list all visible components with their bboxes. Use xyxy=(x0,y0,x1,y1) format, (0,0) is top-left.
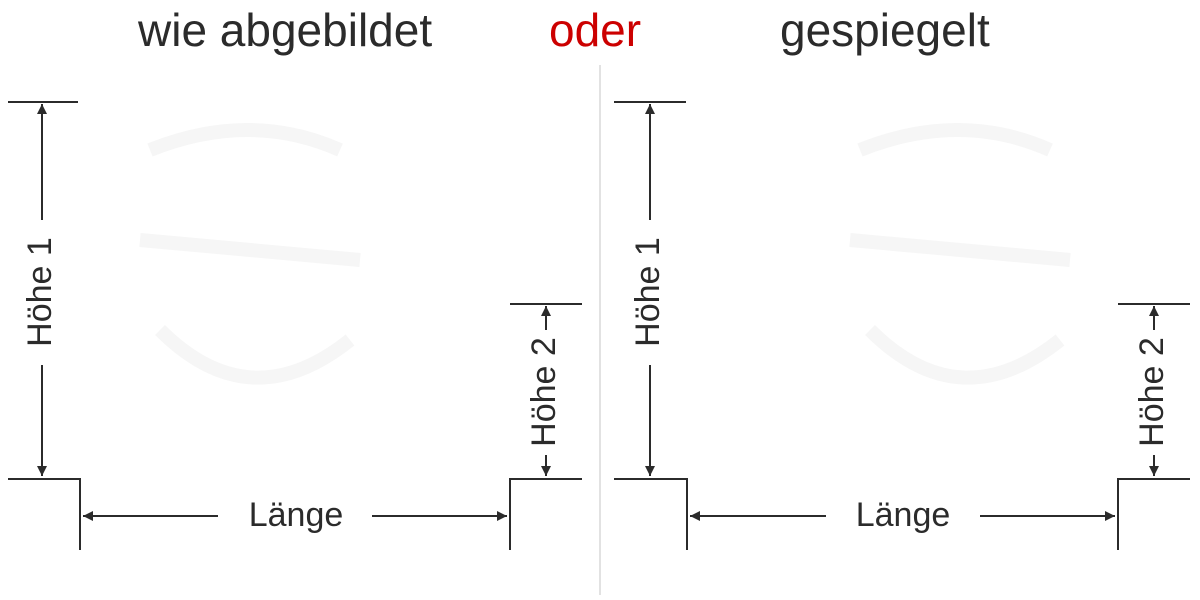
base-left-corner xyxy=(614,478,688,550)
length-label: Länge xyxy=(856,496,951,534)
panel-right xyxy=(614,101,1190,550)
height1-label: Höhe 1 xyxy=(629,237,667,347)
watermark-left xyxy=(139,123,361,385)
title-or: oder xyxy=(549,4,642,56)
height1-label: Höhe 1 xyxy=(21,237,59,347)
base-left-corner xyxy=(8,478,81,550)
length-label: Länge xyxy=(249,496,344,534)
panel-left xyxy=(8,101,582,550)
height2-label: Höhe 2 xyxy=(1133,337,1171,447)
base-right-corner xyxy=(509,478,582,550)
height2-label: Höhe 2 xyxy=(525,337,563,447)
watermark-right xyxy=(849,123,1071,385)
title-mirrored: gespiegelt xyxy=(780,4,990,56)
title-as-shown: wie abgebildet xyxy=(138,4,433,56)
base-right-corner xyxy=(1117,478,1190,550)
